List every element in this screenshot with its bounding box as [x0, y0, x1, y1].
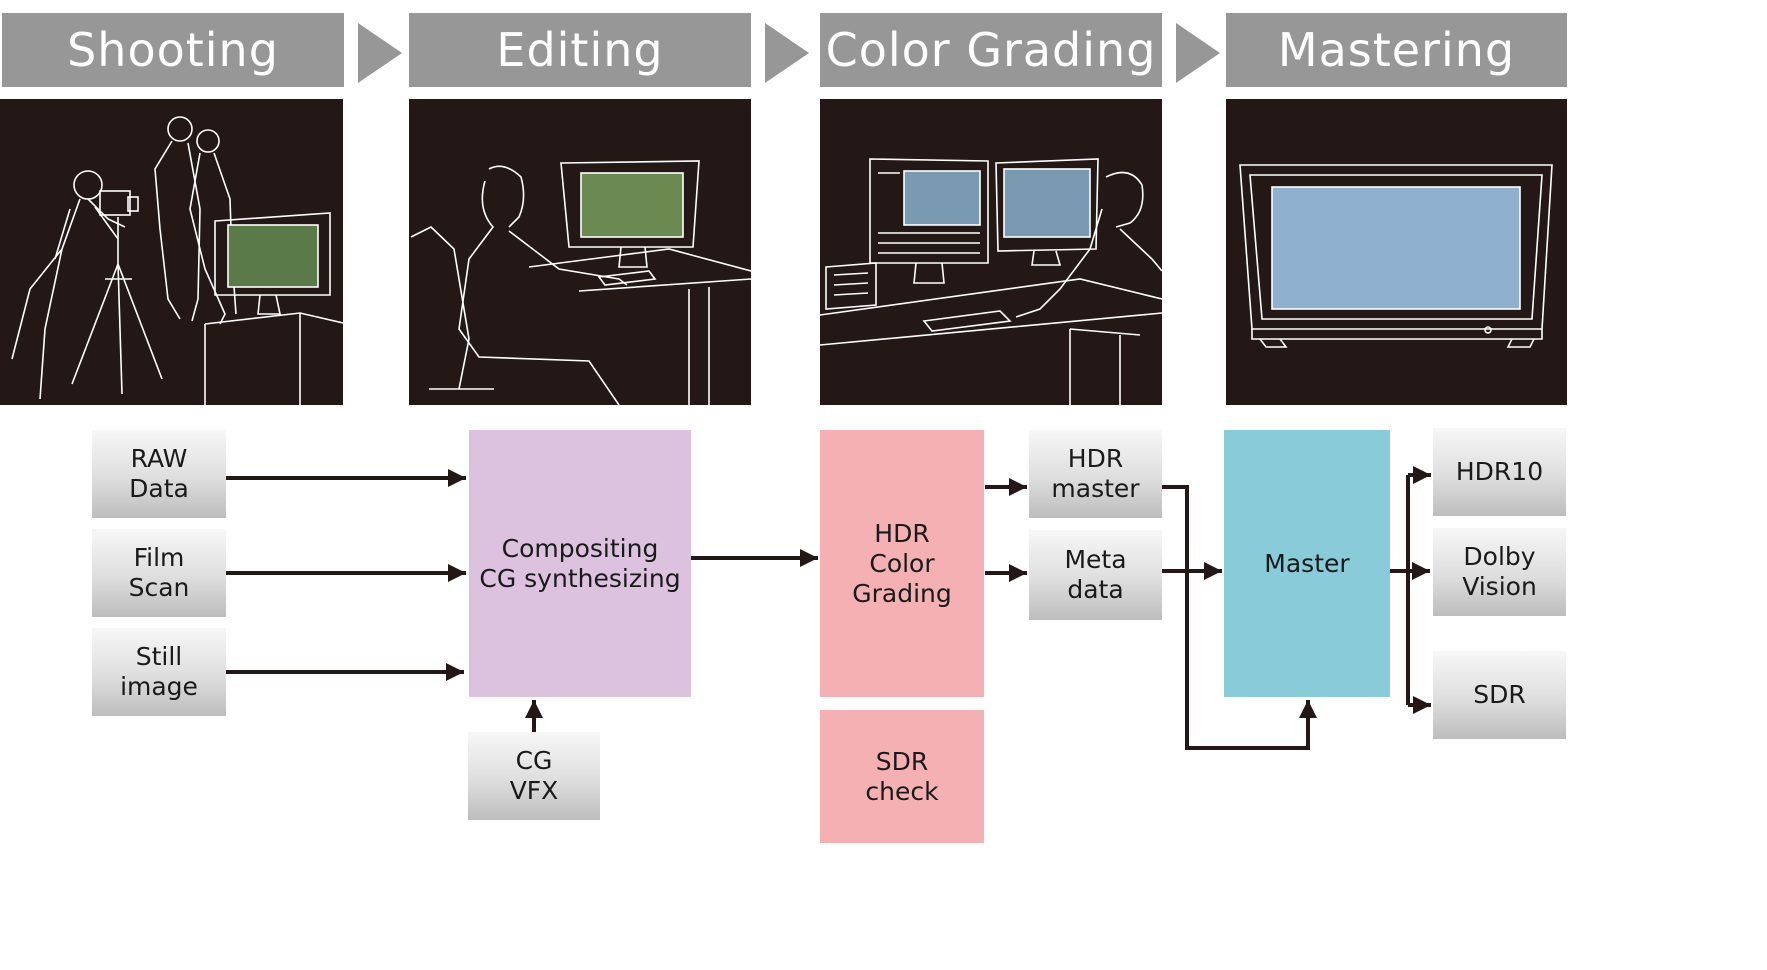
master-node: Master: [1224, 430, 1390, 697]
shooting-illustration: [0, 99, 343, 405]
stage-label: Color Grading: [825, 23, 1157, 77]
stage-header-mastering: Mastering: [1226, 13, 1567, 87]
stage-header-color-grading: Color Grading: [820, 13, 1162, 87]
mastering-illustration: [1226, 99, 1567, 405]
color-grading-illustration: [820, 99, 1162, 405]
chevron-right-icon: [1176, 23, 1220, 83]
stage-label: Editing: [496, 23, 664, 77]
editing-illustration: [409, 99, 751, 405]
stage-label: Shooting: [67, 23, 279, 77]
sdr-node: SDR: [1433, 651, 1566, 739]
stage-label: Mastering: [1277, 23, 1516, 77]
hdr10-node: HDR10: [1433, 428, 1566, 516]
stage-header-editing: Editing: [409, 13, 751, 87]
chevron-right-icon: [358, 23, 402, 83]
chevron-right-icon: [765, 23, 809, 83]
stage-header-shooting: Shooting: [2, 13, 344, 87]
